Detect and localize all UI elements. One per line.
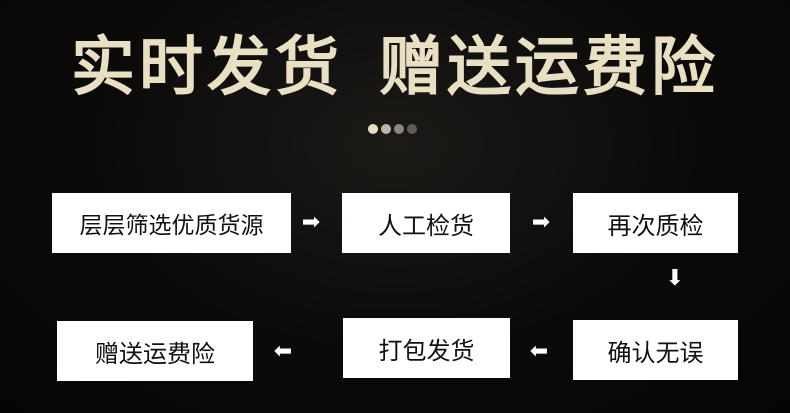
dot-3 <box>394 124 404 134</box>
step-shipping-insurance: 赠送运费险 <box>57 321 253 381</box>
arrow-down-icon: ⬇ <box>665 266 685 291</box>
step-confirm-correct: 确认无误 <box>573 320 738 380</box>
arrow-left-icon: ⬅ <box>273 339 293 364</box>
dot-2 <box>381 124 391 134</box>
dot-1 <box>368 124 378 134</box>
banner-title-left: 实时发货 <box>71 30 343 105</box>
arrow-right-icon: ➡ <box>531 210 551 235</box>
dot-4 <box>407 124 417 134</box>
banner-title: 实时发货赠送运费险 <box>0 28 790 108</box>
arrow-left-icon: ⬅ <box>529 339 549 364</box>
banner-title-right: 赠送运费险 <box>379 30 719 105</box>
step-quality-recheck: 再次质检 <box>573 193 738 253</box>
arrow-right-icon: ➡ <box>301 210 321 235</box>
step-pack-and-ship: 打包发货 <box>343 318 510 378</box>
step-source-screening: 层层筛选优质货源 <box>52 193 291 253</box>
carousel-dots <box>368 124 417 134</box>
step-manual-inspection: 人工检货 <box>342 193 510 253</box>
